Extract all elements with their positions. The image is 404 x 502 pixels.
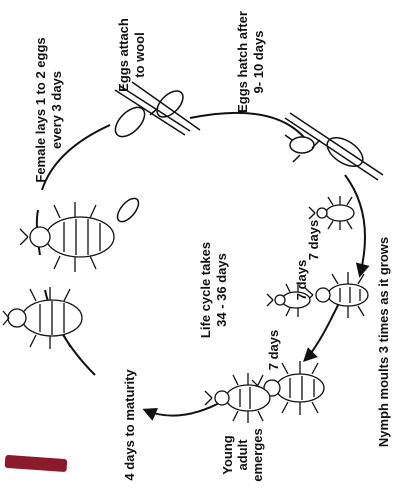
svg-text:Nymph moults 3 times as it gro: Nymph moults 3 times as it grows bbox=[376, 237, 391, 447]
arc-hatch-to-moult bbox=[345, 175, 365, 275]
label-nymph-moults: Nymph moults 3 times as it grows bbox=[376, 237, 391, 447]
label-eggs-hatch: Eggs hatch after 9- 10 days bbox=[235, 11, 266, 113]
label-eggs-attach: Eggs attach to wool bbox=[116, 18, 147, 92]
svg-text:Young: Young bbox=[220, 435, 235, 475]
svg-text:adult: adult bbox=[235, 439, 250, 471]
svg-text:4 days to maturity: 4 days to maturity bbox=[122, 369, 137, 481]
hatching-nymph-icon bbox=[285, 113, 383, 180]
svg-text:7 days: 7 days bbox=[294, 260, 309, 300]
svg-text:Eggs attach: Eggs attach bbox=[116, 18, 131, 92]
svg-text:9- 10 days: 9- 10 days bbox=[251, 31, 266, 94]
nymph-medium-icon bbox=[305, 272, 368, 318]
label-center: Life cycle takes 34 - 36 days bbox=[198, 242, 229, 338]
label-moult-2: 7 days bbox=[294, 260, 309, 300]
svg-text:7 days: 7 days bbox=[306, 220, 321, 260]
svg-text:to wool: to wool bbox=[132, 32, 147, 78]
svg-text:emerges: emerges bbox=[250, 428, 265, 481]
egg-icon bbox=[114, 195, 143, 225]
marker-bar bbox=[5, 455, 68, 472]
female-louse-icon bbox=[20, 202, 114, 272]
svg-text:7 days: 7 days bbox=[266, 330, 281, 370]
label-young-adult: Young adult emerges bbox=[220, 428, 265, 481]
arc-adult-to-maturity bbox=[145, 400, 225, 416]
svg-text:Eggs hatch after: Eggs hatch after bbox=[235, 11, 250, 113]
svg-text:Female lays 1 to 2 eggs: Female lays 1 to 2 eggs bbox=[33, 37, 48, 182]
svg-text:Life cycle takes: Life cycle takes bbox=[198, 242, 213, 338]
mature-louse-icon bbox=[3, 287, 82, 349]
label-maturity: 4 days to maturity bbox=[122, 369, 137, 481]
label-moult-1: 7 days bbox=[306, 220, 321, 260]
svg-text:every 3 days: every 3 days bbox=[49, 71, 64, 149]
young-adult-2-icon bbox=[205, 373, 270, 423]
label-moult-3: 7 days bbox=[266, 330, 281, 370]
svg-text:34 - 36 days: 34 - 36 days bbox=[214, 253, 229, 327]
